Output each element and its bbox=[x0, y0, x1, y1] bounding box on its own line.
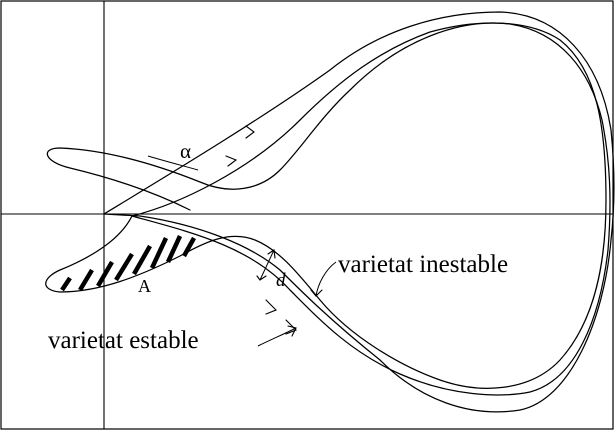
stable-manifold-label: varietat estable bbox=[48, 327, 199, 354]
distance-d-marker bbox=[259, 249, 275, 281]
distance-d-tip-top bbox=[267, 249, 276, 259]
alpha-label: α bbox=[180, 139, 191, 163]
stable-label-pointer bbox=[257, 327, 297, 347]
arrowhead-lower bbox=[265, 299, 277, 315]
unstable-label-pointer bbox=[315, 261, 337, 297]
distance-d-tip-bottom bbox=[256, 275, 267, 281]
arrowhead-mid bbox=[225, 155, 238, 167]
stable-label-pointer-tip bbox=[287, 325, 297, 337]
hatched-lobe-a bbox=[60, 235, 196, 292]
unstable-manifold-curve bbox=[46, 22, 611, 396]
unstable-label-pointer-tip bbox=[310, 289, 323, 297]
arrowhead-upper bbox=[245, 125, 255, 139]
arrowhead-bottom bbox=[285, 319, 297, 335]
angle-alpha-arc bbox=[147, 155, 199, 171]
outer-separatrix-loop bbox=[103, 11, 615, 413]
stable-manifold-curve bbox=[45, 22, 607, 389]
unstable-manifold-label: varietat inestable bbox=[338, 251, 508, 278]
area-label: A bbox=[138, 276, 151, 296]
distance-label: d bbox=[276, 270, 286, 291]
